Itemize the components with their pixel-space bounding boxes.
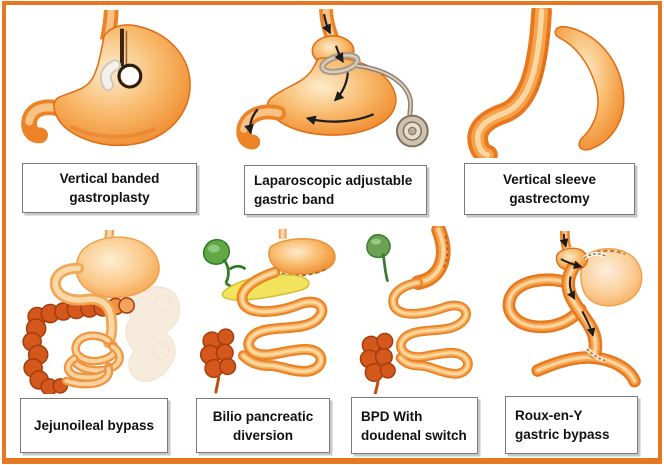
label-line: Bilio pancreatic: [212, 408, 314, 424]
gallbladder-shape: [202, 239, 231, 265]
label-vertical-sleeve-gastrectomy: Vertical sleeve gastrectomy: [464, 163, 635, 215]
staple-line: [535, 33, 550, 92]
label-laparoscopic-adjustable-gastric-band: Laparoscopic adjustable gastric band: [244, 165, 427, 215]
label-jejunoileal-bypass: Jejunoileal bypass: [20, 398, 168, 453]
stoma-ring: [117, 63, 143, 89]
label-line: BPD With: [361, 408, 423, 424]
label-roux-en-y-gastric-bypass: Roux-en-Y gastric bypass: [505, 396, 638, 454]
label-line: diversion: [232, 427, 294, 443]
duodenum-tube: [236, 104, 286, 150]
label-line: doudenal switch: [361, 427, 467, 443]
colon-cluster: [199, 328, 237, 379]
injection-port-icon: [395, 114, 429, 148]
pouch-staple-line: [583, 253, 606, 259]
label-line: Vertical banded: [59, 171, 160, 186]
small-intestine-tube: [388, 277, 473, 379]
flow-arrows: [244, 13, 375, 135]
removed-stomach-portion: [554, 25, 625, 151]
vertical-sleeve-gastrectomy-illustration: [467, 8, 625, 158]
sleeve-stomach-tube: [467, 8, 552, 158]
appendix: [214, 375, 221, 394]
gallbladder-shape: [366, 234, 391, 259]
colon-cluster: [359, 332, 396, 383]
label-line: Laparoscopic adjustable: [254, 173, 413, 188]
jejunoileal-bypass-illustration: [22, 229, 181, 394]
stomach-shape: [266, 56, 397, 136]
biliopancreatic-limb-loop: [502, 273, 587, 334]
staple-line: [274, 267, 328, 277]
bilio-pancreatic-diversion-illustration: [199, 228, 336, 394]
label-line: Vertical sleeve: [502, 172, 597, 187]
stomach-shading: [69, 124, 157, 139]
label-vertical-banded-gastroplasty: Vertical banded gastroplasty: [22, 163, 197, 213]
label-line: gastric bypass: [515, 427, 610, 442]
flow-arrows: [559, 233, 596, 337]
jejunum-tube: [531, 351, 641, 388]
vertical-banded-gastroplasty-illustration: [21, 9, 191, 147]
stomach-shape: [75, 236, 160, 299]
label-bilio-pancreatic-diversion: Bilio pancreatic diversion: [196, 398, 330, 453]
sleeve-stomach-tube: [410, 226, 451, 290]
bypassed-stomach: [580, 248, 643, 307]
label-line: gastric band: [254, 192, 335, 207]
colon-segments: [22, 297, 135, 394]
bpd-with-doudenal-switch-illustration: [359, 226, 473, 394]
anastomosis-staple-line: [585, 347, 607, 364]
small-intestine-coils: [62, 331, 124, 389]
label-line: gastrectomy: [509, 191, 590, 206]
small-intestine-tube: [236, 266, 328, 377]
staple-line: [442, 235, 449, 269]
label-line: Roux-en-Y: [515, 408, 583, 423]
label-bpd-with-doudenal-switch: BPD With doudenal switch: [351, 397, 478, 454]
stomach-pouch: [268, 238, 336, 275]
duodenum-tube: [49, 262, 118, 349]
band-and-stoma: [99, 59, 143, 91]
bile-duct: [381, 253, 390, 283]
staple-line: [120, 28, 128, 67]
appendix: [373, 379, 380, 394]
label-line: gastroplasty: [69, 190, 150, 205]
roux-en-y-gastric-bypass-illustration: [502, 230, 643, 388]
label-line: Jejunoileal bypass: [33, 418, 155, 433]
laparoscopic-adjustable-gastric-band-illustration: [236, 8, 429, 150]
ghost-colon: [125, 286, 181, 382]
